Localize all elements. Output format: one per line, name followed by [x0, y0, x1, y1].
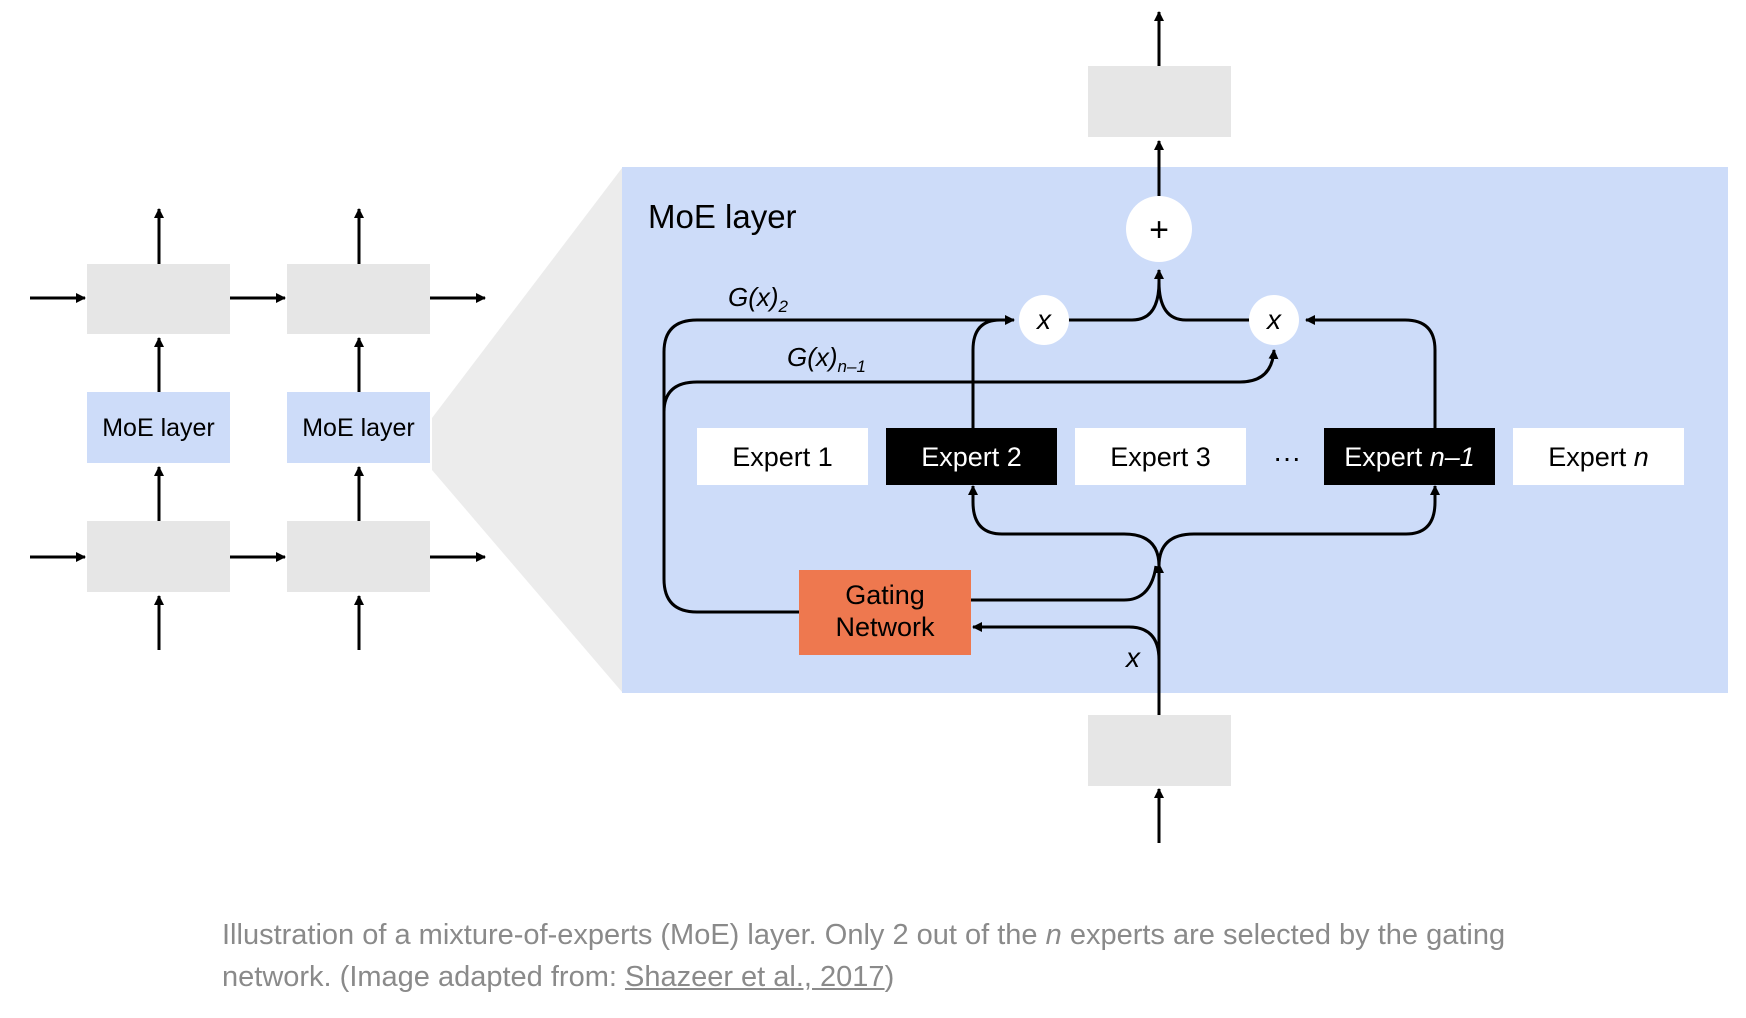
citation-link[interactable]: Shazeer et al., 2017: [624, 961, 885, 993]
weight-label-2-base: G(x): [728, 282, 779, 312]
expert-box-5: [1513, 428, 1684, 485]
left-top-block-1: [87, 264, 230, 334]
expert-label-4: Expert n–1: [1344, 442, 1475, 472]
input-block: [1088, 715, 1231, 786]
expert-label-index: n: [1634, 442, 1649, 472]
expert-label-1: Expert 1: [732, 442, 833, 472]
figure-caption: Illustration of a mixture-of-experts (Mo…: [222, 914, 1542, 998]
gating-network-box: [799, 570, 971, 655]
expert-label-index: 2: [1007, 442, 1022, 472]
expert-label-index: 1: [818, 442, 833, 472]
moe-panel-title: MoE layer: [648, 198, 797, 235]
experts-ellipsis: ···: [1273, 442, 1301, 473]
weight-label-n1-sub: n–1: [838, 357, 866, 376]
expert-box-2: [886, 428, 1057, 485]
caption-part1: Illustration of a mixture-of-experts (Mo…: [222, 919, 1046, 951]
expert-label-2: Expert 2: [921, 442, 1022, 472]
expert-label-index: n–1: [1430, 442, 1475, 472]
expert-label-5: Expert n: [1548, 442, 1649, 472]
caption-part3: ): [884, 961, 895, 993]
left-bottom-block-2: [287, 521, 430, 592]
expert-label-prefix: Expert: [732, 442, 818, 472]
expert-box-1: [697, 428, 868, 485]
left-moe-label-2: MoE layer: [302, 414, 415, 442]
multiply-node-left: [1019, 295, 1069, 345]
gating-network-line2: Network: [835, 612, 935, 642]
expert-label-3: Expert 3: [1110, 442, 1211, 472]
moe-connections: [662, 11, 1440, 843]
sum-symbol: +: [1149, 211, 1169, 249]
caption-part2: experts are selected by the gating netwo…: [222, 919, 1506, 993]
left-top-block-2: [287, 264, 430, 334]
output-block: [1088, 66, 1231, 137]
weight-label-2-sub: 2: [778, 297, 789, 316]
expert-label-prefix: Expert: [1548, 442, 1634, 472]
left-moe-block-2: [287, 392, 430, 463]
caption-n: n: [1045, 919, 1062, 951]
input-x-label: x: [1124, 642, 1141, 673]
expert-label-prefix: Expert: [1110, 442, 1196, 472]
left-moe-label-1: MoE layer: [102, 414, 215, 442]
gating-network-line1: Gating: [845, 580, 925, 610]
left-bottom-block-1: [87, 521, 230, 592]
left-moe-block-1: [87, 392, 230, 463]
expert-box-4: [1324, 428, 1495, 485]
expert-label-prefix: Expert: [1344, 442, 1430, 472]
expert-label-index: 3: [1196, 442, 1211, 472]
weight-label-2: G(x)2: [728, 282, 789, 316]
multiply-node-right: [1249, 295, 1299, 345]
left-stack: [30, 208, 486, 650]
weight-label-n1: G(x)n–1: [787, 342, 866, 376]
weight-label-n1-base: G(x): [787, 342, 838, 372]
sum-node: [1126, 196, 1192, 262]
zoom-funnel: [432, 168, 622, 692]
multiply-node-right-label: x: [1265, 304, 1282, 335]
moe-diagram: MoE layer MoE layer MoE layer: [30, 11, 1728, 843]
expert-box-3: [1075, 428, 1246, 485]
multiply-node-left-label: x: [1035, 304, 1052, 335]
expert-label-prefix: Expert: [921, 442, 1007, 472]
